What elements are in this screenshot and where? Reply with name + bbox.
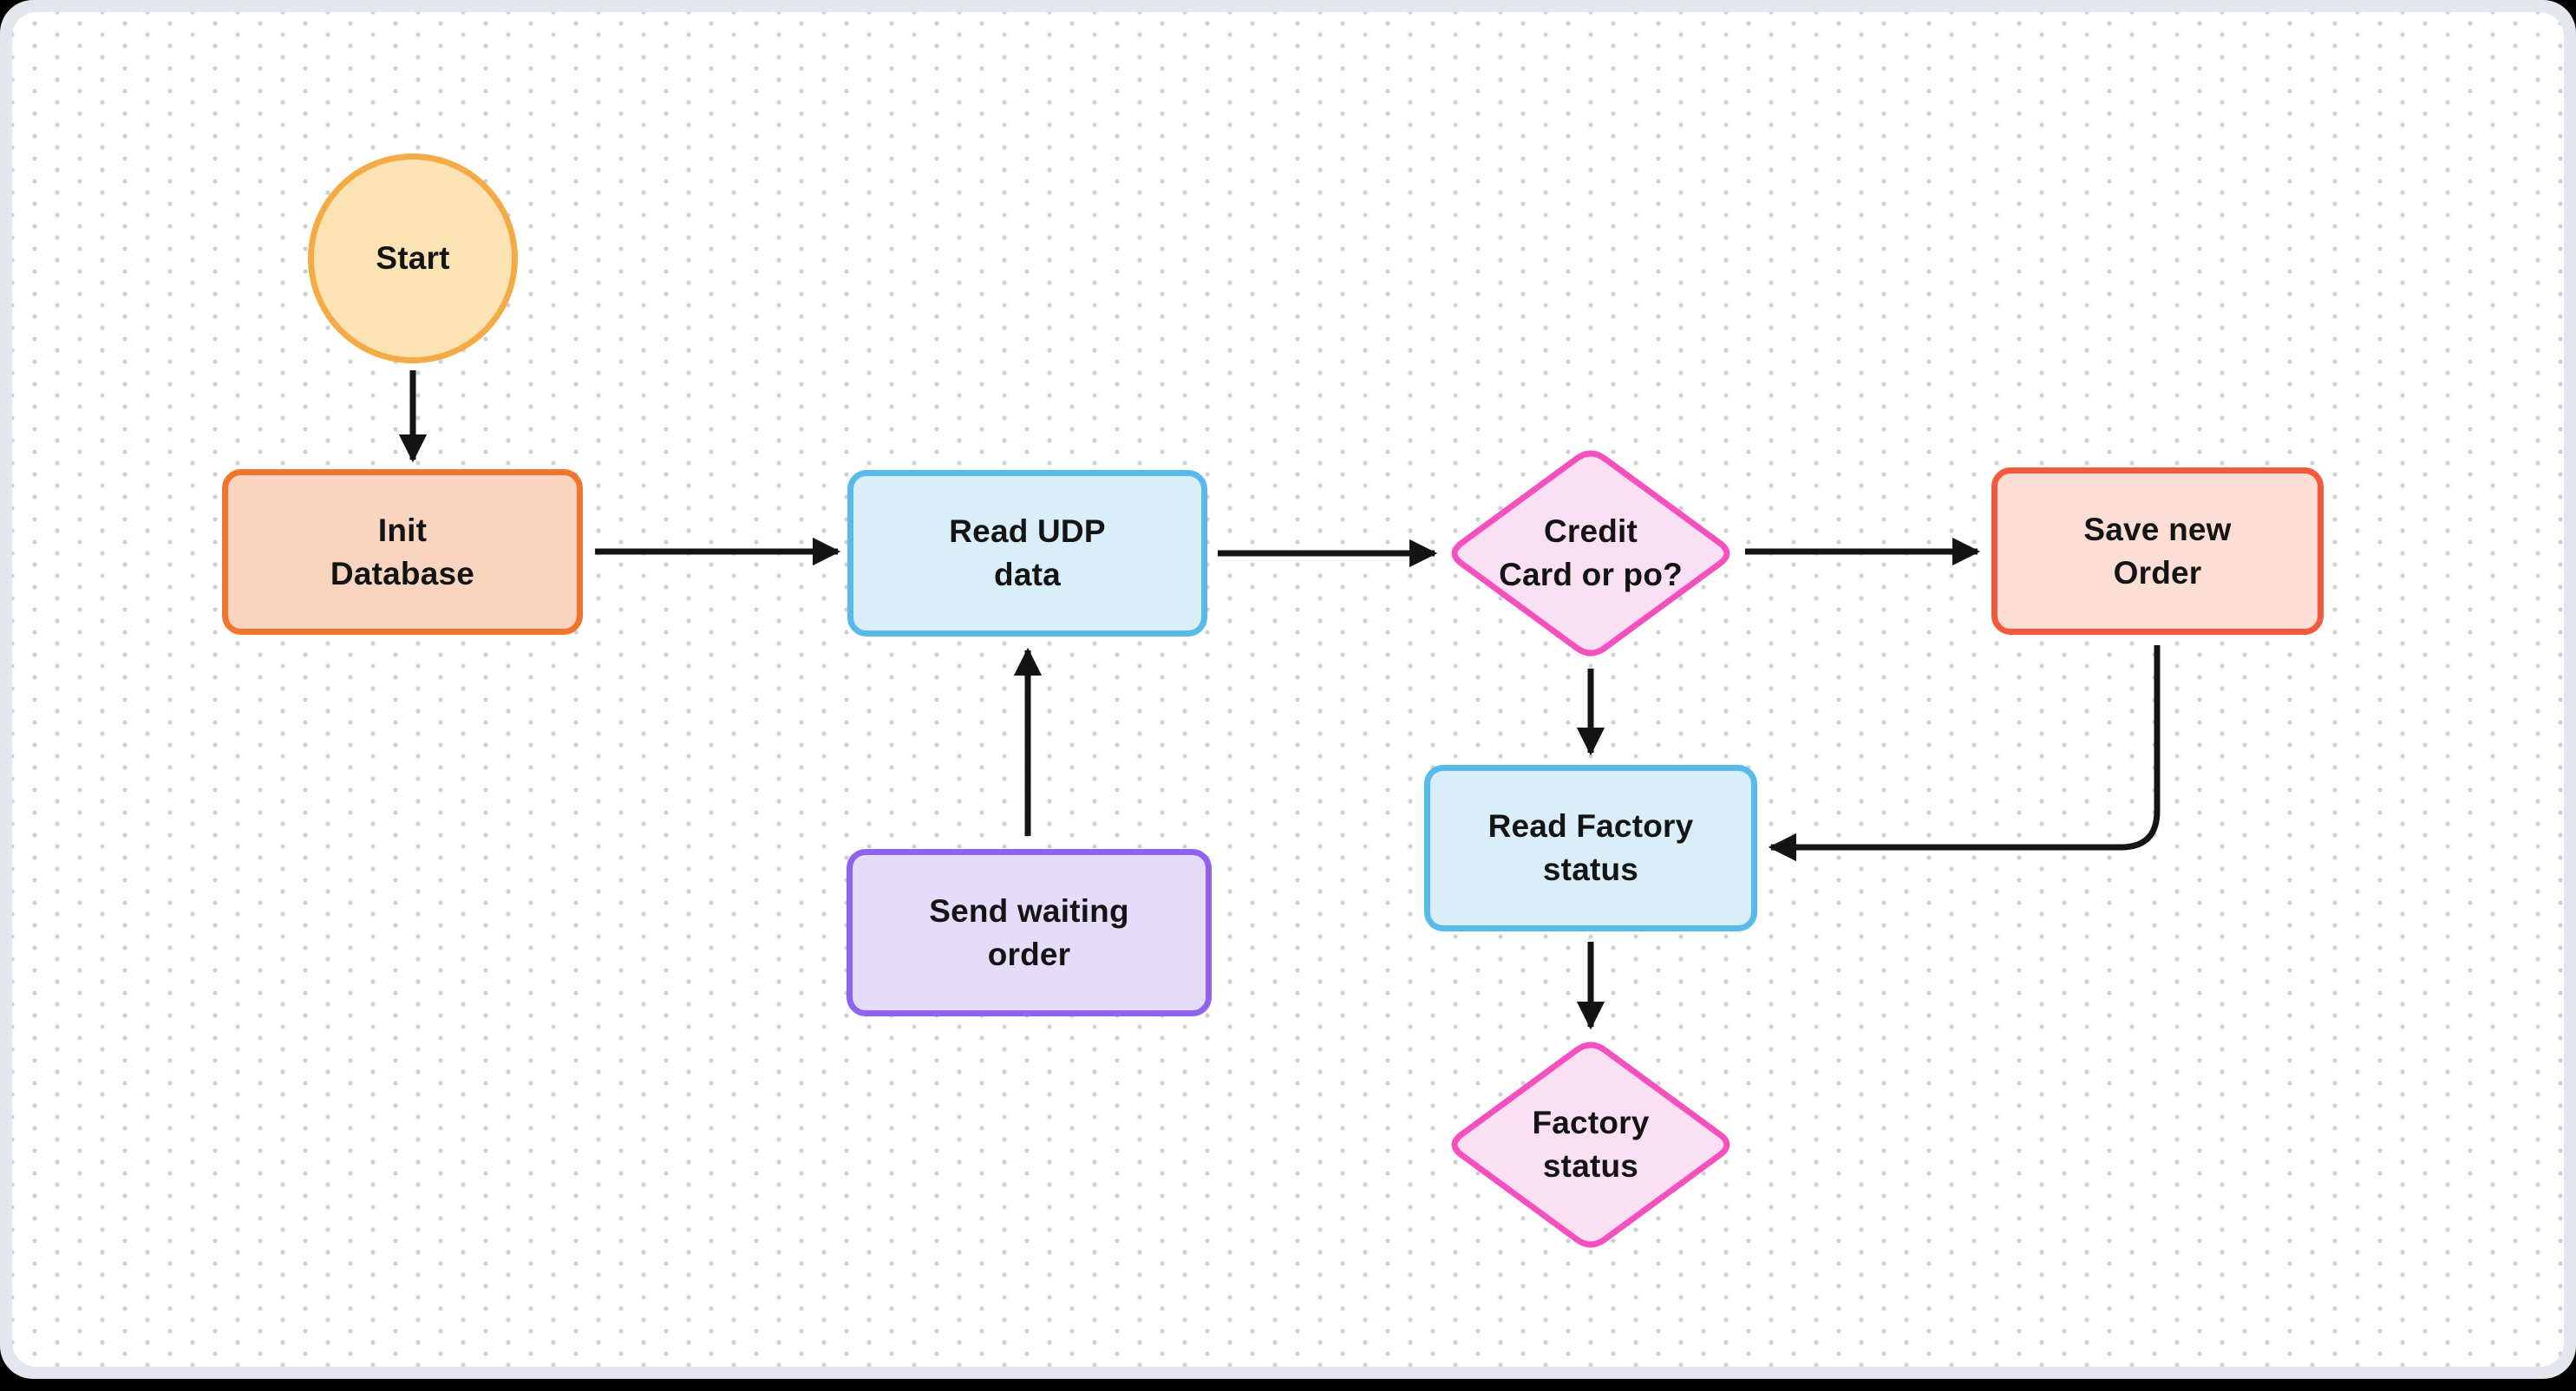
node-start[interactable]: Start	[308, 153, 518, 363]
label-line: Read UDP	[949, 510, 1105, 553]
node-credit-card-or-po[interactable]: Credit Card or po?	[1441, 441, 1741, 665]
label-line: order	[988, 933, 1071, 976]
node-save-new-order-label: Save new Order	[1997, 473, 2318, 629]
node-init-database[interactable]: Init Database	[222, 469, 583, 635]
label-line: data	[994, 553, 1061, 597]
label-line: status	[1543, 1145, 1638, 1188]
node-send-waiting-order[interactable]: Send waiting order	[847, 849, 1212, 1016]
node-init-database-label: Init Database	[228, 475, 577, 629]
node-save-new-order[interactable]: Save new Order	[1991, 467, 2324, 635]
label-line: Card or po?	[1499, 553, 1683, 597]
node-read-factory-status[interactable]: Read Factory status	[1424, 765, 1757, 931]
node-factory-status-label: Factory status	[1441, 1033, 1741, 1257]
node-read-factory-status-label: Read Factory status	[1430, 771, 1751, 925]
label-line: Init	[378, 509, 427, 552]
label-line: Read Factory	[1488, 805, 1694, 848]
node-read-udp-data[interactable]: Read UDP data	[847, 470, 1207, 637]
node-factory-status[interactable]: Factory status	[1441, 1033, 1741, 1257]
node-start-label: Start	[314, 160, 512, 357]
label-line: Factory	[1532, 1101, 1649, 1145]
label-line: Credit	[1544, 510, 1638, 553]
node-send-waiting-order-label: Send waiting order	[853, 855, 1206, 1010]
whiteboard-canvas[interactable]: Start Init Database Read UDP data Credit	[12, 12, 2564, 1367]
label-line: Save new	[2083, 508, 2231, 552]
connector-save-order-to-read-factory[interactable]	[1771, 645, 2157, 847]
label-line: Database	[330, 552, 474, 596]
label-line: Order	[2114, 552, 2202, 595]
label-line: Send waiting	[929, 890, 1129, 933]
label-line: Start	[376, 237, 449, 280]
label-line: status	[1543, 848, 1638, 891]
node-credit-card-or-po-label: Credit Card or po?	[1441, 441, 1741, 665]
node-read-udp-data-label: Read UDP data	[853, 476, 1201, 630]
